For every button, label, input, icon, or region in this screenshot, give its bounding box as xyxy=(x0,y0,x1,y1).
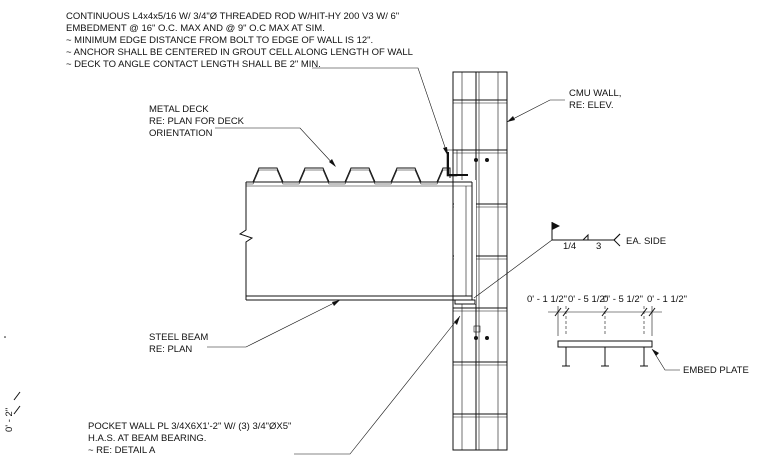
note-line: ~ MINIMUM EDGE DISTANCE FROM BOLT TO EDG… xyxy=(66,35,373,46)
weld-size: 1/4 xyxy=(563,241,576,252)
dim-text: 0' - 1 1/2" xyxy=(647,294,687,305)
svg-text:RE: ELEV.: RE: ELEV. xyxy=(569,100,614,111)
weld-note: EA. SIDE xyxy=(626,236,666,247)
svg-text:RE: PLAN FOR DECK: RE: PLAN FOR DECK xyxy=(149,116,245,127)
note-line: ~ DECK TO ANGLE CONTACT LENGTH SHALL BE … xyxy=(66,59,321,70)
cmu-wall xyxy=(452,71,508,451)
weld-text: 1/4 3 EA. SIDE xyxy=(563,236,666,252)
note-line: EMBEDMENT @ 16" O.C. MAX AND @ 9" O.C MA… xyxy=(66,23,325,34)
embed-plate-label: EMBED PLATE xyxy=(683,365,749,376)
dim-text: 0' - 5 1/2" xyxy=(603,294,643,305)
cmu-wall-label: CMU WALL, RE: ELEV. xyxy=(569,88,621,111)
weld-symbol xyxy=(473,222,621,299)
embed-dimensions: 0' - 1 1/2" 0' - 5 1/2" 0' - 5 1/2" 0' -… xyxy=(527,294,687,305)
svg-text:POCKET WALL PL 3/4X6X1'-2" W/: POCKET WALL PL 3/4X6X1'-2" W/ (3) 3/4"ØX… xyxy=(88,421,291,432)
steel-beam xyxy=(238,181,476,305)
svg-text:ORIENTATION: ORIENTATION xyxy=(149,128,213,139)
steel-beam-label: STEEL BEAM RE: PLAN xyxy=(149,332,208,355)
vertical-dim-text: 0' - 2" xyxy=(4,408,15,432)
dim-text: 0' - 1 1/2" xyxy=(527,294,567,305)
note-line: ~ ANCHOR SHALL BE CENTERED IN GROUT CELL… xyxy=(66,47,413,58)
metal-deck-label: METAL DECK RE: PLAN FOR DECK ORIENTATION xyxy=(149,104,245,139)
continuous-angle xyxy=(446,149,468,177)
svg-text:STEEL BEAM: STEEL BEAM xyxy=(149,332,208,343)
anchor-bolts xyxy=(473,158,489,340)
embed-plate-detail xyxy=(548,306,662,367)
svg-text:H.A.S. AT BEAM BEARING.: H.A.S. AT BEAM BEARING. xyxy=(88,433,206,444)
svg-text:CMU WALL,: CMU WALL, xyxy=(569,88,621,99)
svg-text:~ RE: DETAIL A: ~ RE: DETAIL A xyxy=(88,445,156,456)
pocket-wall-label: POCKET WALL PL 3/4X6X1'-2" W/ (3) 3/4"ØX… xyxy=(88,421,291,456)
weld-length: 3 xyxy=(596,241,601,252)
svg-text:RE: PLAN: RE: PLAN xyxy=(149,344,192,355)
note-line: CONTINUOUS L4x4x5/16 W/ 3/4"Ø THREADED R… xyxy=(66,11,399,22)
svg-text:METAL DECK: METAL DECK xyxy=(149,104,209,115)
general-notes: CONTINUOUS L4x4x5/16 W/ 3/4"Ø THREADED R… xyxy=(66,11,413,70)
leaders xyxy=(4,67,680,455)
dim-text: 0' - 5 1/2" xyxy=(568,294,608,305)
